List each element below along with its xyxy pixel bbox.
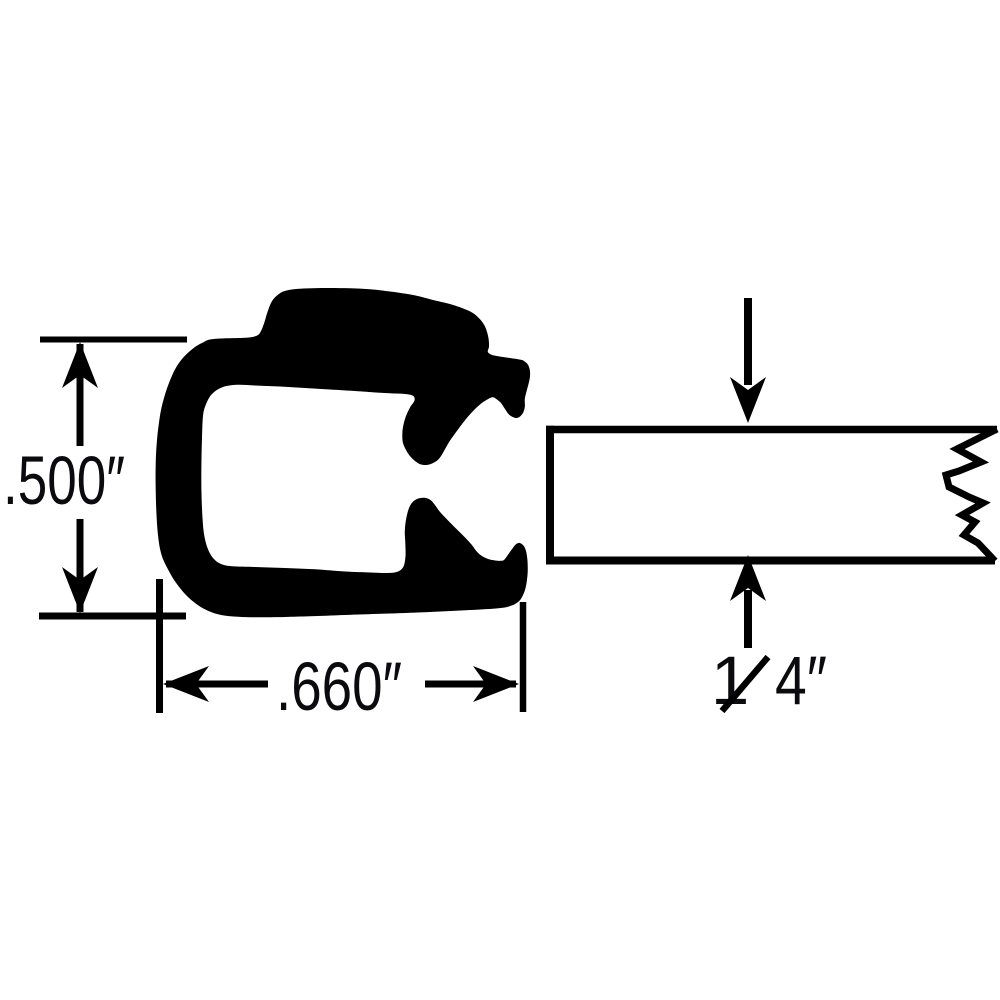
svg-text:.660″: .660″ — [276, 648, 402, 725]
svg-text:4″: 4″ — [775, 642, 827, 719]
svg-text:1: 1 — [711, 642, 749, 719]
svg-text:.500″: .500″ — [3, 442, 125, 519]
